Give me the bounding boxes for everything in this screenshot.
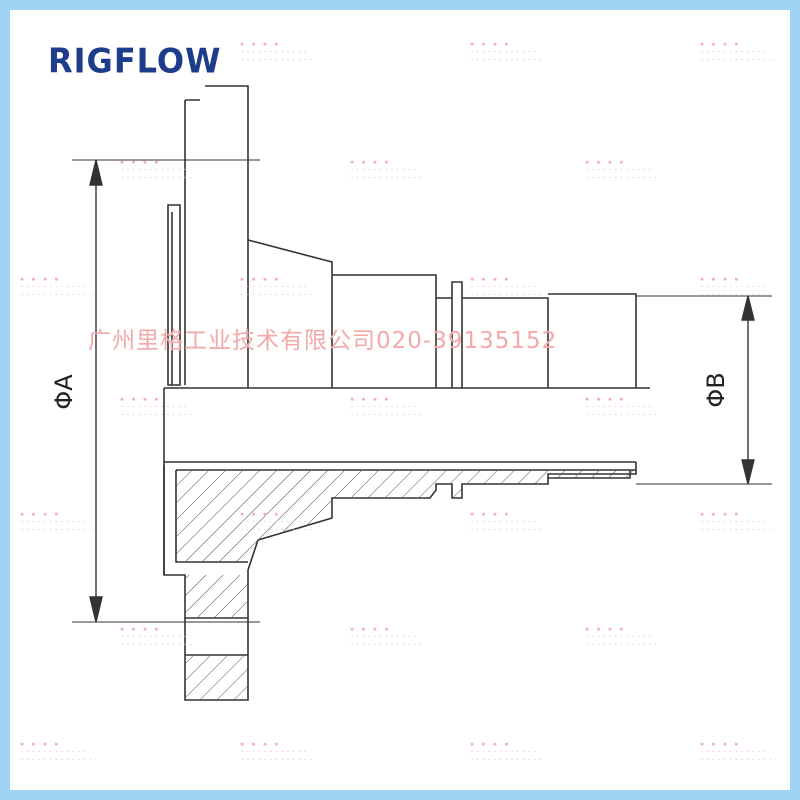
- watermark-tile: ▪ ▪ ▪ ▪·························: [585, 158, 660, 182]
- watermark-tile: ▪ ▪ ▪ ▪·························: [240, 40, 315, 64]
- pipe-upper: [462, 293, 637, 388]
- dim-b-label: ΦB: [702, 372, 730, 407]
- watermark-tile: ▪ ▪ ▪ ▪·························: [470, 510, 545, 534]
- watermark-tile: ▪ ▪ ▪ ▪·························: [120, 395, 195, 419]
- watermark-tile: ▪ ▪ ▪ ▪·························: [20, 510, 95, 534]
- watermark-tile: ▪ ▪ ▪ ▪·························: [470, 40, 545, 64]
- watermark-tile: ▪ ▪ ▪ ▪·························: [350, 625, 425, 649]
- watermark-tile: ▪ ▪ ▪ ▪·························: [240, 510, 315, 534]
- dim-a-arrow-bottom: [89, 596, 103, 623]
- body-upper-step: [332, 274, 437, 388]
- hub-upper: [247, 239, 333, 388]
- watermark-tile: ▪ ▪ ▪ ▪·························: [350, 395, 425, 419]
- hatch-section-lower: [176, 470, 636, 570]
- brand-logo: RIGFLOW: [48, 40, 222, 81]
- dim-b-arrow-top: [741, 295, 755, 321]
- watermark-tile: ▪ ▪ ▪ ▪·························: [585, 625, 660, 649]
- hatch-flange-lower: [185, 575, 248, 700]
- gasket-upper: [167, 204, 181, 386]
- dim-a-arrow-top: [89, 159, 103, 186]
- watermark-tile: ▪ ▪ ▪ ▪·························: [240, 275, 315, 299]
- watermark-tile: ▪ ▪ ▪ ▪·························: [20, 275, 95, 299]
- company-watermark-line: 广州里格工业技术有限公司020-39135152: [88, 328, 558, 354]
- watermark-tile: ▪ ▪ ▪ ▪·························: [700, 740, 775, 764]
- watermark-tile: ▪ ▪ ▪ ▪·························: [350, 158, 425, 182]
- watermark-tile: ▪ ▪ ▪ ▪·························: [700, 40, 775, 64]
- watermark-tile: ▪ ▪ ▪ ▪·························: [700, 275, 775, 299]
- dim-b-arrow-bottom: [741, 459, 755, 485]
- watermark-tile: ▪ ▪ ▪ ▪·························: [120, 625, 195, 649]
- hatch-pipe-lower: [548, 474, 630, 478]
- watermark-tile: ▪ ▪ ▪ ▪·························: [700, 510, 775, 534]
- groove-upper: [436, 281, 463, 388]
- watermark-tile: ▪ ▪ ▪ ▪·························: [240, 740, 315, 764]
- watermark-tile: ▪ ▪ ▪ ▪·························: [470, 740, 545, 764]
- flange-lower-splits: [185, 617, 248, 656]
- flange-upper-outline: [184, 85, 249, 388]
- watermark-tile: ▪ ▪ ▪ ▪·························: [470, 275, 545, 299]
- watermark-tile: ▪ ▪ ▪ ▪·························: [120, 158, 195, 182]
- watermark-tile: ▪ ▪ ▪ ▪·························: [20, 740, 95, 764]
- dim-a-label: ΦA: [50, 374, 78, 410]
- watermark-tile: ▪ ▪ ▪ ▪·························: [585, 395, 660, 419]
